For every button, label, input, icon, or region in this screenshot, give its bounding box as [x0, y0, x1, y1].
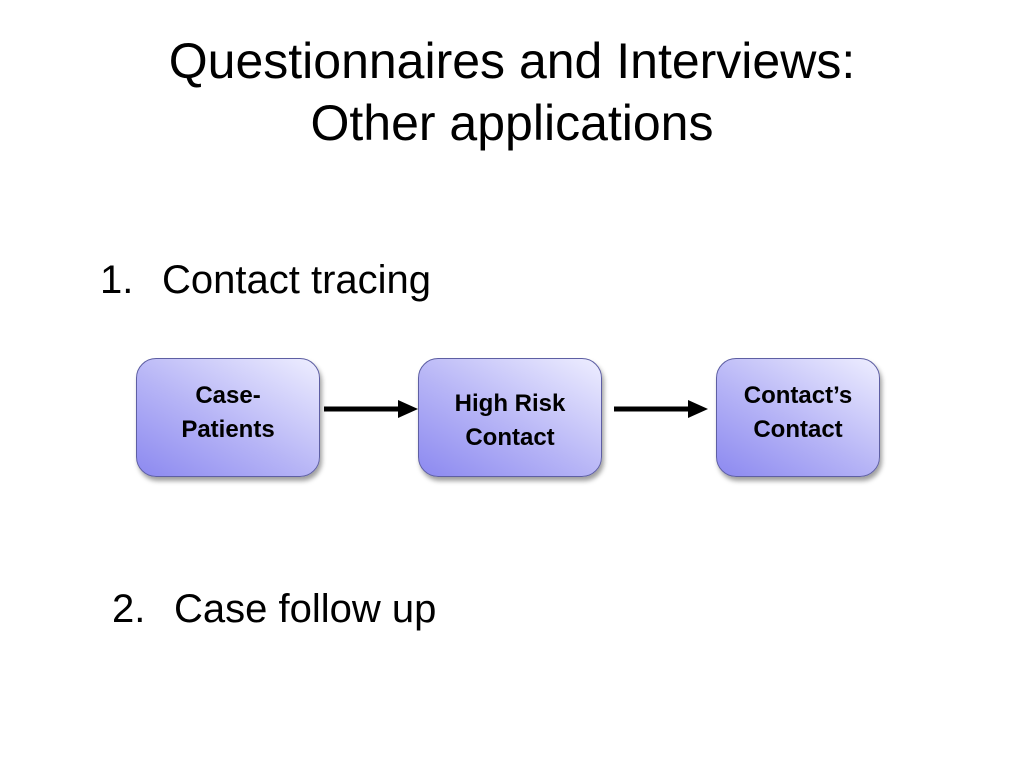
- node-high-risk-contact: High Risk Contact: [418, 358, 602, 477]
- list-item-case-follow-up: 2. Case follow up: [112, 585, 436, 633]
- node-label: Case- Patients: [181, 379, 274, 447]
- list-item-text: Case follow up: [174, 587, 437, 631]
- node-label: High Risk Contact: [455, 387, 566, 455]
- node-label-line: High Risk Contact: [454, 389, 566, 451]
- slide-title: Questionnaires and Interviews: Other app…: [0, 30, 1024, 154]
- title-line-1: Questionnaires and Interviews:: [168, 33, 856, 89]
- node-label: Contact’s Contact: [744, 379, 852, 447]
- list-item-contact-tracing: 1. Contact tracing: [100, 256, 431, 304]
- arrow-right-icon: [324, 400, 418, 418]
- node-case-patients: Case- Patients: [136, 358, 320, 477]
- title-line-2: Other applications: [310, 95, 714, 151]
- list-item-number: 1.: [100, 258, 134, 302]
- node-label-line: Contact’s Contact: [743, 382, 853, 443]
- arrow-right-icon: [614, 400, 708, 418]
- list-item-number: 2.: [112, 587, 146, 631]
- node-label-line: Case- Patients: [181, 382, 275, 443]
- node-contacts-contact: Contact’s Contact: [716, 358, 880, 477]
- list-item-text: Contact tracing: [162, 258, 432, 302]
